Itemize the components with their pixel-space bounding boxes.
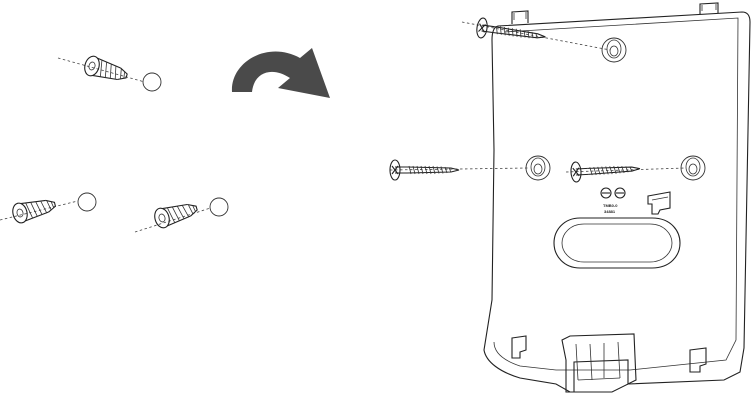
plate-label-line2: 34881 [604,209,616,214]
plate-clip [647,191,671,215]
mounting-plate: TMB0-0 34881 [483,2,751,393]
plate-label-line1: TMB0-0 [603,203,618,208]
drill-hole-middle [209,197,229,217]
anchor-bottom-middle [134,197,229,233]
drill-hole-left [77,192,97,212]
anchor-bottom-left [0,192,97,225]
screw-top [461,16,611,51]
bottom-latch [561,333,637,393]
anchor-top [57,53,162,92]
curved-arrow-icon [231,48,330,98]
screw-middle-left [389,159,529,181]
drill-hole-top [142,72,162,92]
plate-label: TMB0-0 34881 [600,187,626,214]
screw-middle-right [565,158,686,183]
